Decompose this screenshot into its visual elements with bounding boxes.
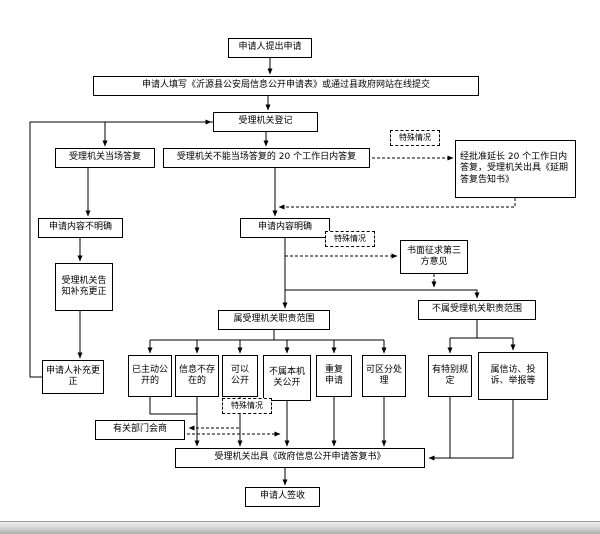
node-special-case-2: 特殊情况	[325, 231, 375, 247]
node-in-scope: 属受理机关职责范围	[218, 310, 330, 330]
node-info-not-exist: 信息不存在的	[175, 355, 219, 397]
node-not-onspot-reply: 受理机关不能当场答复的 20 个工作日内答复	[163, 148, 370, 168]
node-notify-supplement: 受理机关告知补充更正	[55, 263, 113, 311]
node-issue-reply: 受理机关出具《政府信息公开申请答复书》	[175, 448, 425, 468]
solid-connectors	[29, 58, 516, 486]
dashed-connectors	[187, 155, 516, 437]
node-not-this-org: 不属本机关公开	[263, 355, 311, 401]
node-content-unclear: 申请内容不明确	[38, 218, 123, 238]
node-can-public: 可以公开	[222, 355, 258, 397]
node-already-public: 已主动公开的	[128, 355, 172, 397]
node-register: 受理机关登记	[213, 112, 318, 132]
node-submit-application: 申请人提出申请	[228, 38, 312, 58]
node-extend-reply: 经批准延长 20 个工作日内答复，受理机关出具《延期答复告知书》	[455, 140, 576, 198]
node-separable: 可区分处理	[362, 355, 406, 397]
node-petition: 属信访、投诉、举报等	[478, 352, 548, 400]
node-repeat-apply: 重复申请	[316, 355, 352, 397]
node-applicant-sign: 申请人签收	[245, 487, 320, 507]
node-applicant-supplement: 申请人补充更正	[42, 360, 104, 394]
node-content-clear: 申请内容明确	[240, 218, 330, 238]
node-fill-form: 申请人填写《沂源县公安局信息公开申请表》或通过县政府网站在线提交	[93, 76, 479, 96]
node-consult-departments: 有关部门会商	[95, 420, 185, 440]
node-special-case-1: 特殊情况	[390, 130, 440, 146]
node-special-rules: 有特别规定	[428, 355, 472, 397]
window-bottom-bar	[0, 521, 600, 534]
node-special-case-3: 特殊情况	[222, 398, 272, 414]
node-onspot-reply: 受理机关当场答复	[55, 148, 155, 168]
node-out-of-scope: 不属受理机关职责范围	[418, 300, 536, 320]
node-third-party-opinion: 书面征求第三方意见	[400, 240, 468, 274]
